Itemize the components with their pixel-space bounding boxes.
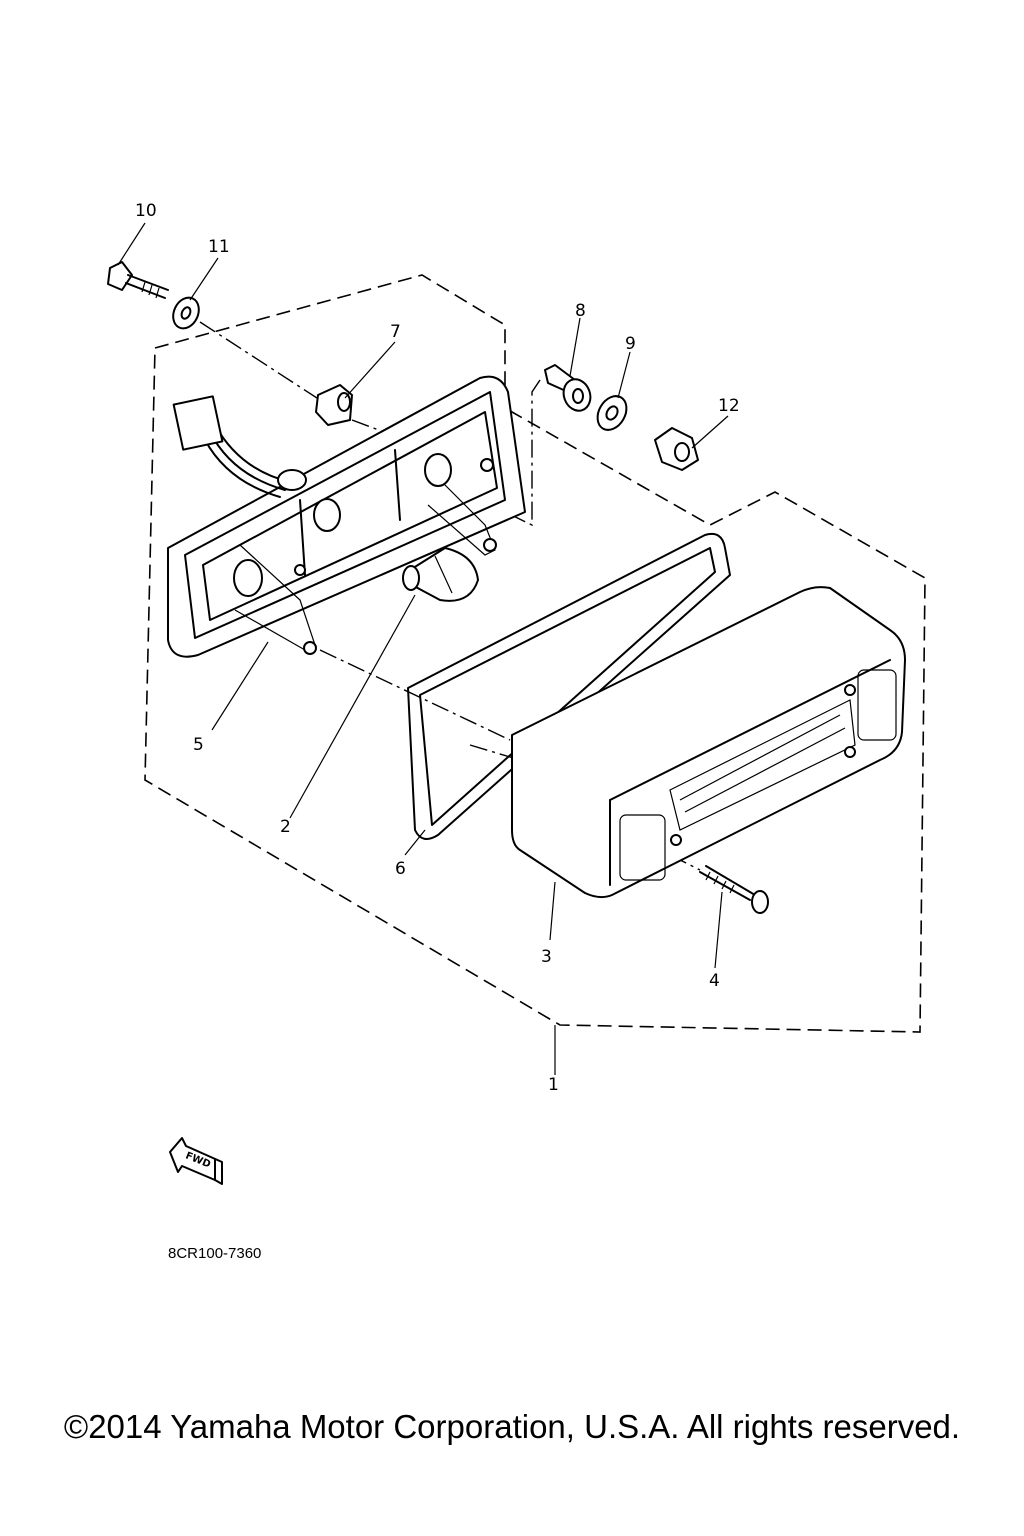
callout-8: 8 xyxy=(575,301,586,321)
callout-12: 12 xyxy=(718,396,740,416)
grommet-part xyxy=(315,384,353,426)
assembly-boundary xyxy=(144,274,926,1033)
lamp-housing-part xyxy=(167,375,526,658)
collar-part xyxy=(544,364,592,412)
washer-part-11 xyxy=(172,296,200,330)
callout-4: 4 xyxy=(709,971,720,991)
drawing-code: 8CR100-7360 xyxy=(168,1245,261,1262)
callout-2: 2 xyxy=(280,817,291,837)
callout-numbers: 1 2 3 4 5 6 7 8 9 10 11 12 xyxy=(135,201,740,1095)
copyright-notice: ©2014 Yamaha Motor Corporation, U.S.A. A… xyxy=(63,1408,961,1445)
callout-10: 10 xyxy=(135,201,157,221)
wire-harness xyxy=(172,395,307,498)
callout-11: 11 xyxy=(208,237,230,257)
screw-part xyxy=(699,865,769,914)
lens-part xyxy=(511,586,906,899)
gasket-part xyxy=(407,532,731,840)
fwd-arrow-icon: FWD xyxy=(169,1137,223,1185)
washer-part-9 xyxy=(596,395,628,431)
callout-9: 9 xyxy=(625,334,636,354)
callout-3: 3 xyxy=(541,947,552,967)
nut-part xyxy=(654,427,699,471)
callout-1: 1 xyxy=(548,1075,559,1095)
callout-7: 7 xyxy=(390,322,401,342)
callout-6: 6 xyxy=(395,859,406,879)
bulb-part xyxy=(402,547,479,602)
leader-lines xyxy=(117,222,729,1075)
bolt-part xyxy=(107,261,169,299)
callout-5: 5 xyxy=(193,735,204,755)
